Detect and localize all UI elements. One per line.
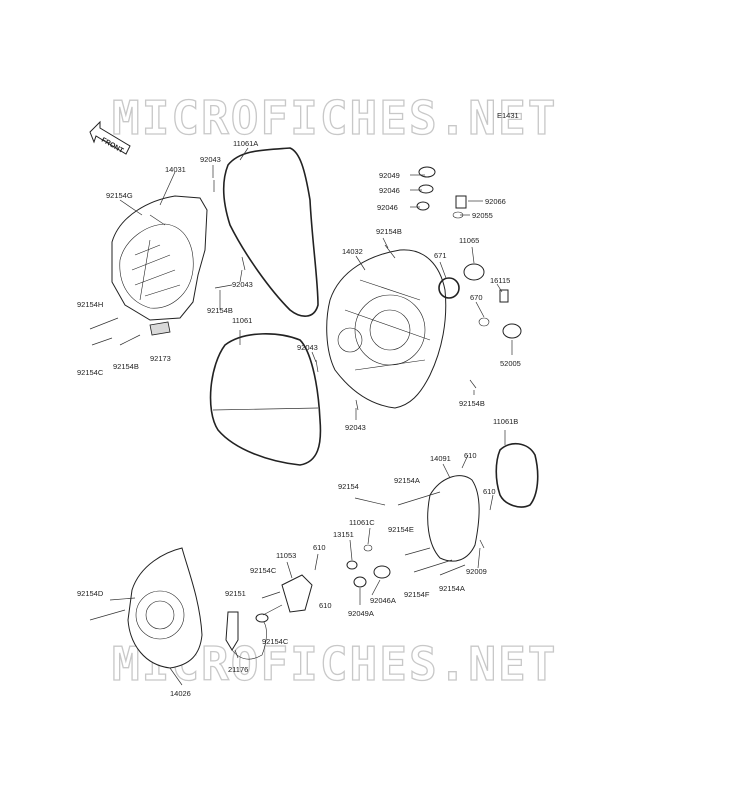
bolts: [89, 180, 485, 621]
gasket-11061: [209, 333, 322, 466]
seal-13151: [346, 560, 358, 570]
sensor-21176-part: [225, 611, 239, 651]
label-92046-a: 92046: [379, 186, 400, 195]
label-92154g: 92154G: [106, 191, 133, 200]
label-92173: 92173: [150, 354, 171, 363]
label-92154: 92154: [338, 482, 359, 491]
label-92154c-c: 92154C: [262, 637, 289, 646]
label-92154b-a: 92154B: [207, 306, 233, 315]
label-11061c: 11061C: [349, 518, 375, 527]
label-92066: 92066: [485, 197, 506, 206]
label-92049a: 92049A: [348, 609, 374, 618]
label-16115: 16115: [490, 276, 510, 285]
gasket-11061a: [222, 147, 319, 317]
clutch-cover-part: [326, 249, 447, 409]
label-92154b-d: 92154B: [459, 399, 485, 408]
sprocket-cover-part: [127, 547, 203, 669]
leader-lines: [109, 147, 513, 686]
label-92154d: 92154D: [77, 589, 104, 598]
label-92154b-b: 92154B: [113, 362, 139, 371]
label-610-d: 610: [319, 601, 332, 610]
gasket-11061b: [495, 442, 539, 508]
bracket-11053-part: [281, 574, 313, 613]
part-labels: 14031 92043 11061A 92154G 92043 92154H 9…: [77, 139, 521, 698]
label-11065: 11065: [459, 236, 479, 245]
seal-92046a: [373, 565, 391, 579]
label-92154c-b: 92154C: [250, 566, 277, 575]
label-14032: 14032: [342, 247, 363, 256]
label-14031: 14031: [165, 165, 186, 174]
watermark-top: MICROFICHES.NET: [112, 91, 557, 145]
label-92151: 92151: [225, 589, 246, 598]
label-92043-a: 92043: [200, 155, 221, 164]
label-92043-c: 92043: [297, 343, 318, 352]
label-92055: 92055: [472, 211, 493, 220]
diagram-code: E1431: [497, 111, 519, 120]
label-92046a: 92046A: [370, 596, 396, 605]
label-92154b-c: 92154B: [376, 227, 402, 236]
label-92154a-a: 92154A: [394, 476, 420, 485]
label-92049: 92049: [379, 171, 400, 180]
label-21176: 21176: [228, 665, 248, 674]
label-92154c-a: 92154C: [77, 368, 104, 377]
seal-92049a: [353, 576, 367, 588]
label-92043-b: 92043: [232, 280, 253, 289]
label-610-b: 610: [483, 487, 496, 496]
label-92154e: 92154E: [388, 525, 414, 534]
cover-14091-part: [427, 475, 480, 562]
label-610-a: 610: [464, 451, 477, 460]
label-11061b: 11061B: [493, 417, 518, 426]
label-52005: 52005: [500, 359, 521, 368]
label-671: 671: [434, 251, 447, 260]
label-13151: 13151: [333, 530, 354, 539]
label-92154f: 92154F: [404, 590, 430, 599]
label-92154a-b: 92154A: [439, 584, 465, 593]
label-92046-b: 92046: [377, 203, 398, 212]
generator-cover-part: [111, 195, 208, 336]
label-92043-d: 92043: [345, 423, 366, 432]
o-ring-11061c: [363, 544, 373, 552]
label-11061a: 11061A: [233, 139, 258, 148]
label-610-c: 610: [313, 543, 326, 552]
label-670: 670: [470, 293, 483, 302]
label-92009: 92009: [466, 567, 487, 576]
label-92154h: 92154H: [77, 300, 103, 309]
label-11061: 11061: [232, 316, 252, 325]
label-14091: 14091: [430, 454, 451, 463]
label-11053: 11053: [276, 551, 296, 560]
label-14026: 14026: [170, 689, 191, 698]
